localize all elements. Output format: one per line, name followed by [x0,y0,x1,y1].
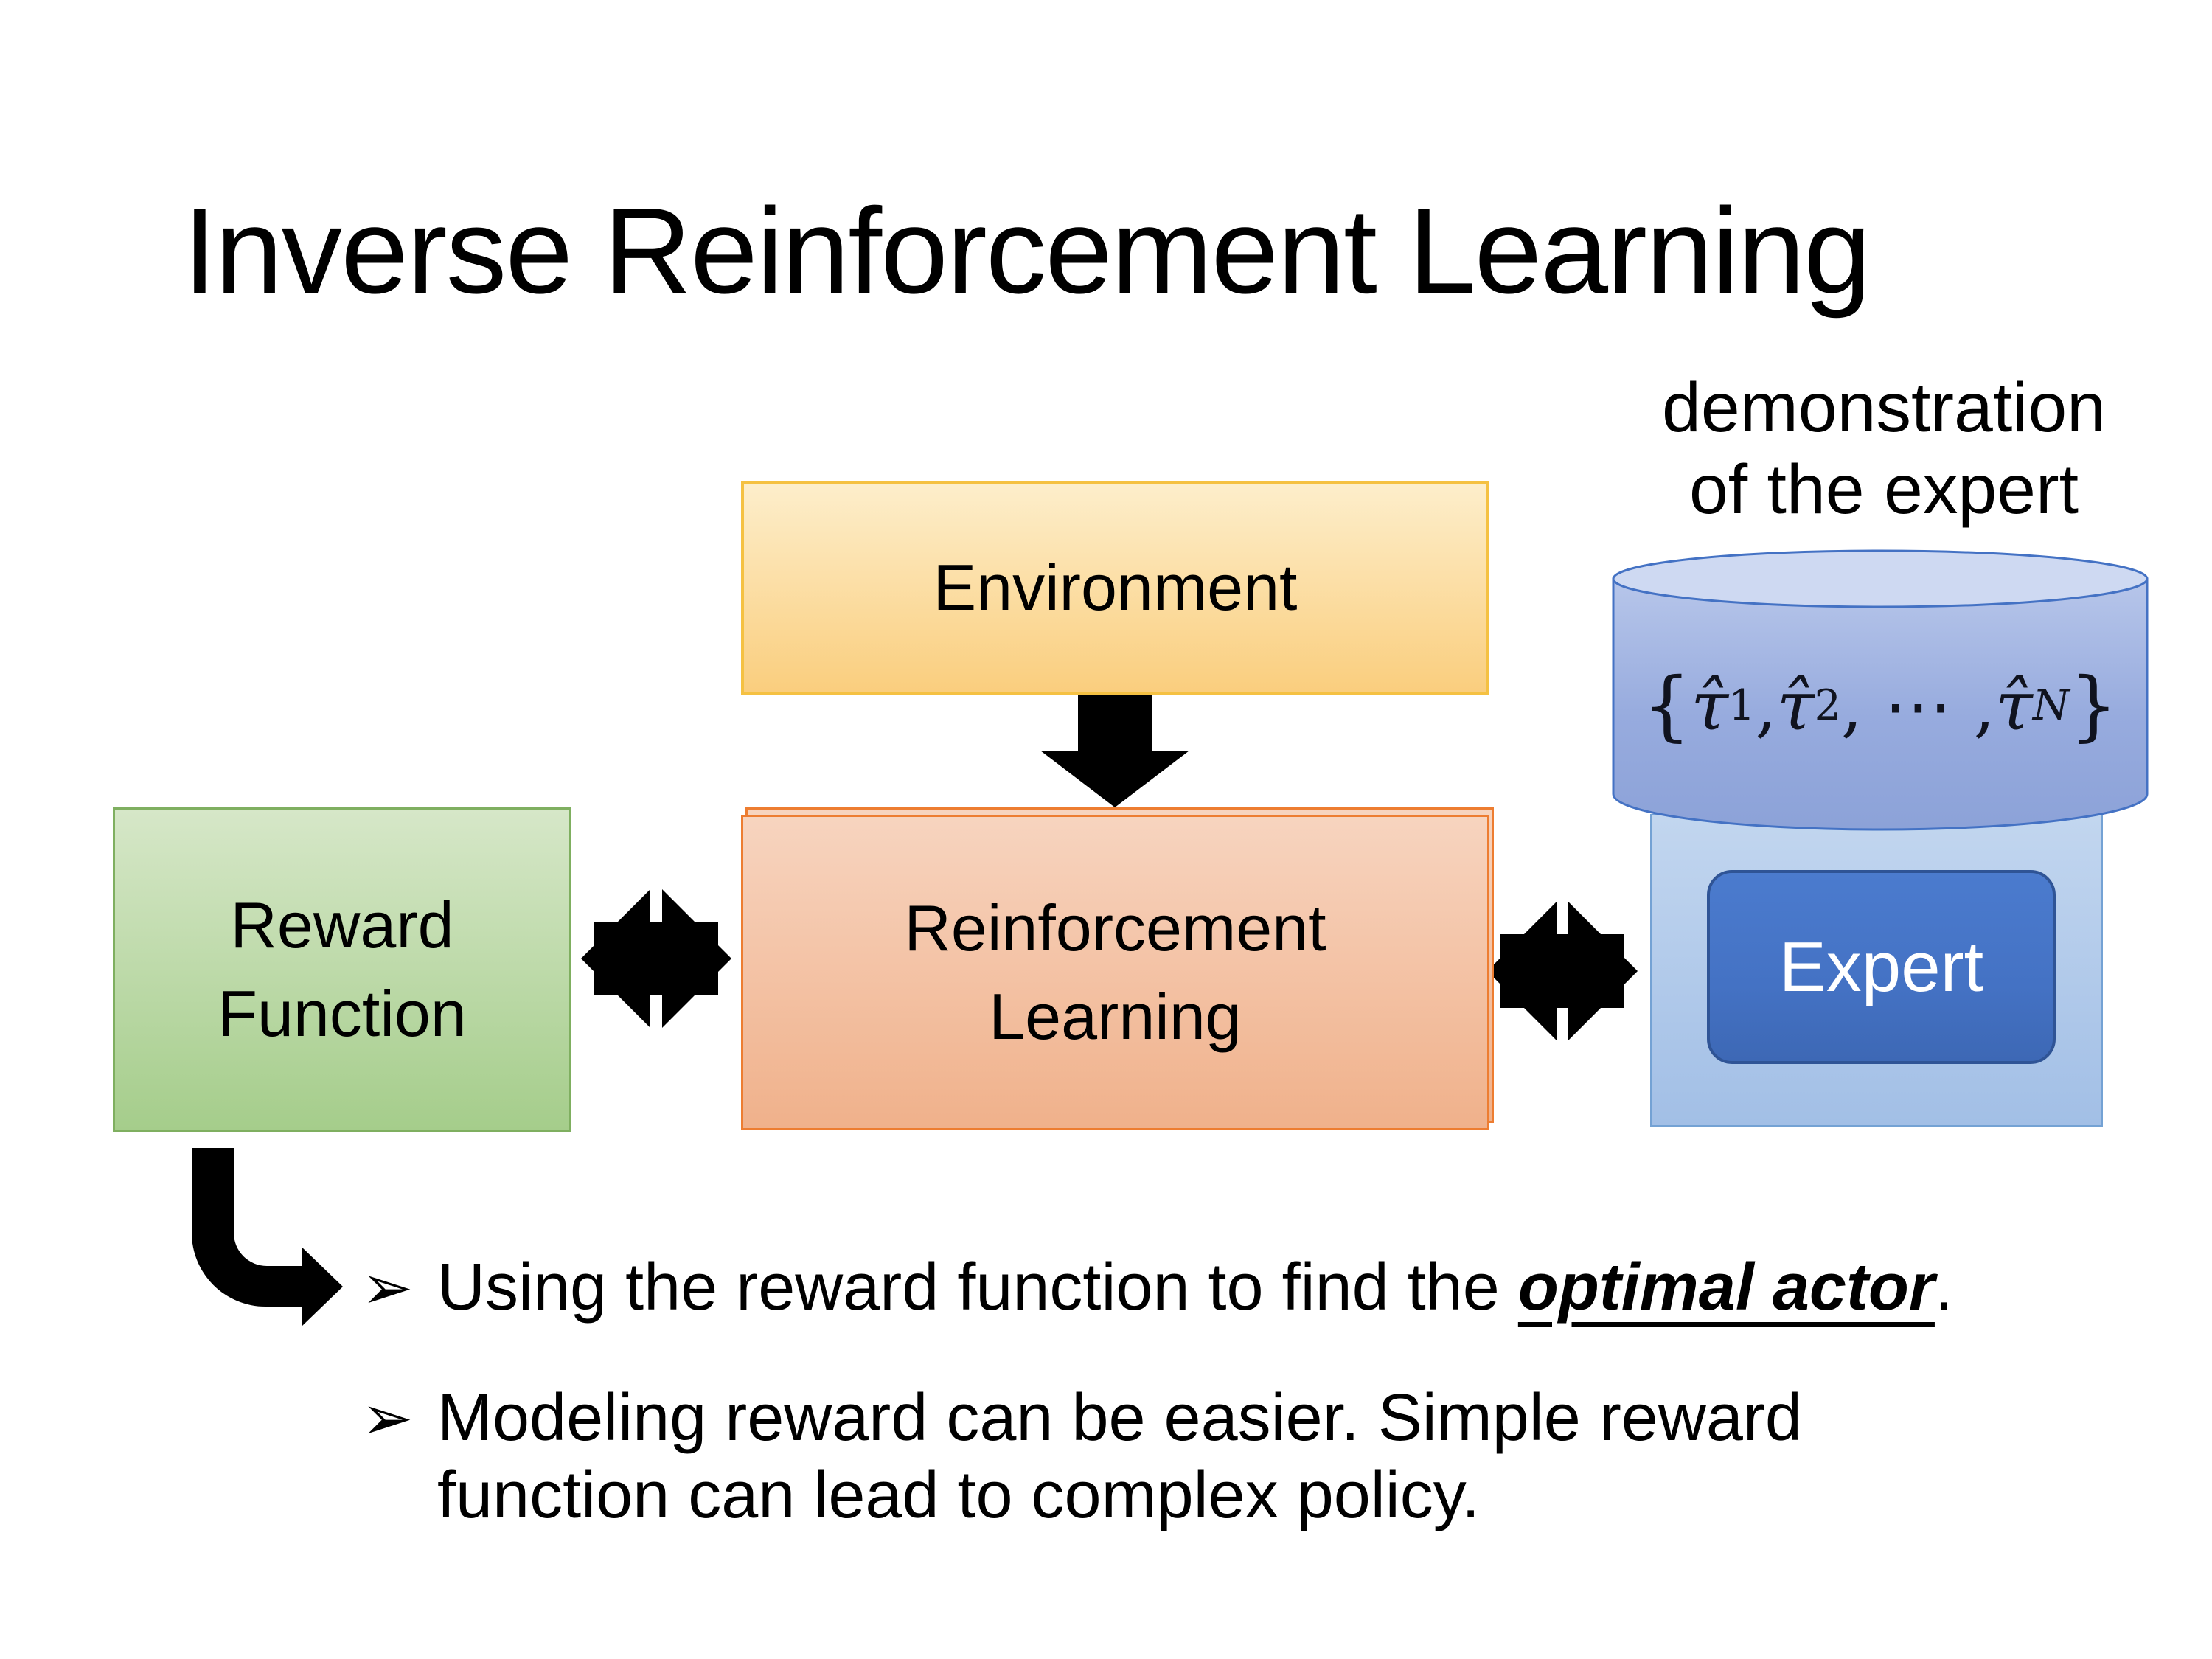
bullet-2-text: Modeling reward can be easier. Simple re… [437,1381,1802,1532]
bullet-1-text: Using the reward function to find the op… [437,1249,1953,1326]
reinforcement-learning-box-label: Reinforcement Learning [904,891,1326,1053]
formula-tau-2: τ̂ [1776,666,1815,745]
formula-tau-n: τ̂ [1994,666,2033,745]
formula-tau-1: τ̂ [1691,666,1729,745]
bullet-1-prefix: Using the reward function to find the [437,1251,1518,1324]
arrowhead-bullet-icon: ➢ [361,1253,414,1322]
reinforcement-learning-box: Reinforcement Learning [741,815,1489,1130]
reward-function-box: Reward Function [113,807,571,1132]
expert-box-label: Expert [1778,927,1984,1006]
bullet-1-emphasis: optimal actor [1517,1251,1935,1324]
formula-close-brace: } [2069,661,2118,750]
environment-box-label: Environment [933,551,1298,624]
trajectory-set-formula: {τ̂1, τ̂2, ⋯ , τ̂N} [1642,661,2118,750]
expert-box: Expert [1707,870,2056,1064]
page-title: Inverse Reinforcement Learning [183,183,1871,319]
right-double-arrow-icon [1487,896,1638,1046]
bullet-1-suffix: . [1934,1251,1953,1324]
formula-open-brace: { [1642,661,1691,750]
down-arrow-icon [1040,695,1189,807]
reward-function-box-label: Reward Function [218,888,467,1050]
formula-sep-1: , [1755,666,1777,745]
bent-arrow-icon [192,1148,343,1326]
bullet-item-modeling-reward: ➢ Modeling reward can be easier. Simple … [361,1380,2072,1534]
left-double-arrow-icon [581,883,731,1034]
environment-box: Environment [741,481,1489,695]
bullet-item-optimal-actor: ➢ Using the reward function to find the … [361,1249,2072,1326]
arrowhead-bullet-icon: ➢ [361,1383,414,1453]
formula-sep-2: , ⋯ , [1840,666,1995,745]
demonstration-of-expert-label: demonstration of the expert [1661,369,2106,529]
